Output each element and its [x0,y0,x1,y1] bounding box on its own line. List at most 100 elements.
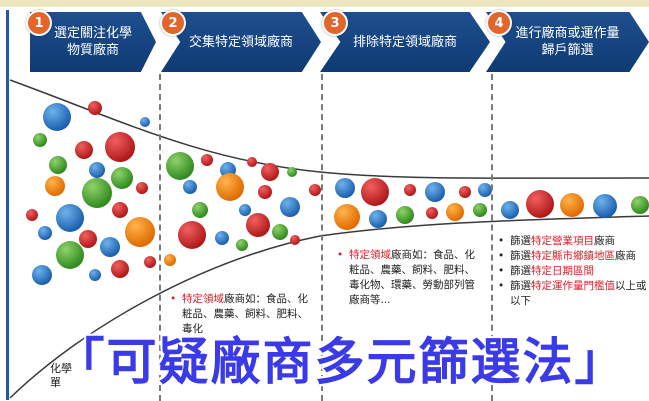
stage-3-text: 廠商如：食品、化粧品、農藥、飼料、肥料、毒化物、環藥、勞動部列管廠商等... [349,249,475,306]
bubble-43 [164,254,176,266]
bubble-42 [290,235,300,245]
bubble-group [26,101,649,285]
bubble-32 [258,185,272,199]
stage-4-item-3-prefix: 篩選 [510,265,531,277]
bubble-12 [56,204,84,232]
stage-4-item-3-highlight: 特定日期區間 [531,265,594,277]
left-rule [6,10,9,400]
stage-4-item-3: 篩選特定日期區間 [498,264,648,279]
bubble-31 [216,173,244,201]
bubble-17 [79,230,97,248]
bubble-40 [236,239,248,251]
stage-1-number: 1 [26,10,52,36]
bubble-10 [82,178,112,208]
funnel-bottom-curve [9,215,649,399]
bubble-30 [183,180,197,194]
bubble-7 [89,162,105,178]
stage-4-item-1-prefix: 篩選 [510,235,531,247]
stage-4-number: 4 [486,10,512,36]
bubble-2 [33,133,47,147]
stage-1-partial-highlight: 化學 [50,362,72,375]
top-bar [0,0,649,7]
bubble-24 [166,152,194,180]
bubble-6 [49,156,67,174]
bubble-39 [215,231,229,245]
stage-4-item-4-suffix: 以上或以下 [510,280,647,307]
stage-4-item-1-suffix: 廠商 [594,235,615,247]
bubble-59 [593,194,617,218]
bubble-20 [32,265,52,285]
stage-4-item-1: 篩選特定營業項目廠商 [498,234,648,249]
bubble-38 [178,221,206,249]
stage-3-number: 3 [322,10,348,36]
stage-3-header: 排除特定領域廠商 [320,12,490,72]
bubble-13 [26,209,38,221]
bubble-46 [404,184,416,196]
stage-4-item-2-prefix: 篩選 [510,250,531,262]
funnel-top-curve [9,79,649,179]
bubble-57 [526,190,554,218]
bubble-58 [560,193,584,217]
bubble-37 [246,213,270,237]
bubble-16 [38,226,52,240]
bubble-4 [75,141,93,159]
stage-4-item-2-suffix: 廠商 [615,250,636,262]
bubble-21 [111,260,129,278]
bubble-45 [361,178,389,206]
bubble-15 [125,217,155,247]
bubble-8 [111,167,133,189]
bubble-19 [100,237,120,257]
bubble-11 [136,182,148,194]
bubble-41 [272,224,288,240]
bubble-36 [239,204,251,216]
stage-2-header: 交集特定領域廠商 [161,12,321,72]
bubble-23 [144,256,156,268]
stage-2-text: 廠商如：食品、化粧品、農藥、飼料、肥料、毒化 [182,293,308,335]
bubble-52 [396,206,414,224]
stage-1-partial-note: 化學 單 [50,362,72,390]
bubble-53 [426,207,438,219]
bubble-49 [478,183,492,197]
bubble-35 [192,202,208,218]
stage-3-note-item: 特定領域廠商如：食品、化粧品、農藥、飼料、肥料、毒化物、環藥、勞動部列管廠商等.… [337,248,485,308]
bubble-54 [446,203,464,221]
stage-4-item-2-highlight: 特定縣市鄉鎮地區 [531,250,615,262]
bubble-48 [459,186,471,198]
stage-3-label: 排除特定領域廠商 [352,34,457,50]
stage-4-note: 篩選特定營業項目廠商 篩選特定縣市鄉鎮地區廠商 篩選特定日期區間 篩選特定運作量… [498,234,648,309]
bubble-18 [56,241,84,269]
bubble-28 [261,163,279,181]
bubble-47 [425,182,445,202]
stage-4-item-4: 篩選特定運作量門檻值以上或以下 [498,279,648,309]
bubble-9 [45,176,65,196]
bubble-3 [105,132,135,162]
stage-4-label: 進行廠商或運作量 歸戶篩選 [515,26,620,58]
bubble-34 [309,184,321,196]
stage-4-item-1-highlight: 特定營業項目 [531,235,594,247]
stage-1-partial-text: 單 [50,376,61,389]
separator-2 [321,74,323,401]
bubble-55 [473,203,487,217]
stage-2-label: 交集特定領域廠商 [188,34,293,50]
bubble-50 [334,204,360,230]
stage-2-number: 2 [160,10,186,36]
bubble-27 [247,157,257,167]
bubble-5 [140,117,150,127]
bubble-29 [287,167,297,177]
bubble-22 [89,269,101,281]
bubble-60 [631,196,649,214]
stage-3-note: 特定領域廠商如：食品、化粧品、農藥、飼料、肥料、毒化物、環藥、勞動部列管廠商等.… [337,248,485,308]
stage-2-note: 特定領域廠商如：食品、化粧品、農藥、飼料、肥料、毒化 [170,292,310,337]
bubble-51 [369,210,387,228]
bubble-0 [43,103,71,131]
bubble-14 [112,202,128,218]
stage-4-header: 進行廠商或運作量 歸戶篩選 [486,12,649,72]
stage-4-item-2: 篩選特定縣市鄉鎮地區廠商 [498,249,648,264]
bubble-1 [88,101,102,115]
separator-1 [159,74,161,401]
stage-4-item-4-prefix: 篩選 [510,280,531,292]
stage-1-label: 選定關注化學 物質廠商 [53,26,132,58]
stage-4-item-4-highlight: 特定運作量門檻值 [531,280,615,292]
bubble-56 [501,201,519,219]
